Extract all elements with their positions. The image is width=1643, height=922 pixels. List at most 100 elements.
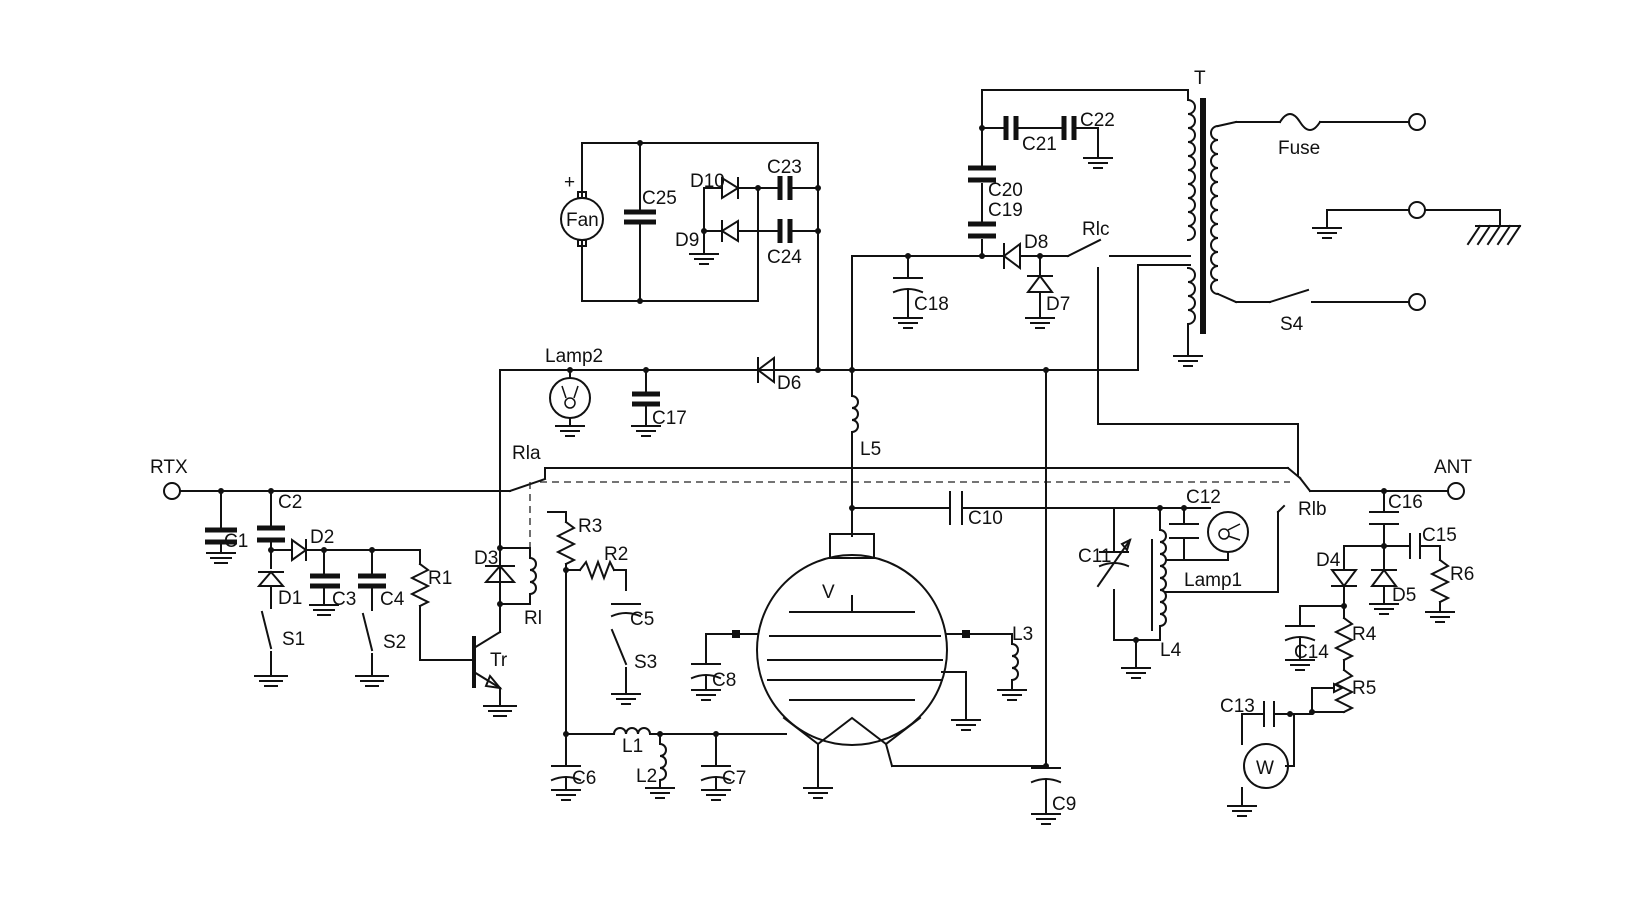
label-fan-plus: +	[564, 172, 575, 193]
label-s3: S3	[634, 652, 657, 673]
label-c10: C10	[968, 508, 1003, 529]
label-c12: C12	[1186, 487, 1221, 508]
fuse	[1278, 113, 1426, 131]
label-c20: C20	[988, 180, 1023, 201]
capacitor-c10	[851, 491, 1115, 525]
label-r5: R5	[1352, 678, 1376, 699]
fan-circuit	[581, 140, 821, 371]
inductor-l5	[849, 394, 859, 537]
ground-terminal	[1312, 201, 1522, 246]
diode-d2	[268, 538, 421, 562]
inductor-l1	[563, 727, 787, 737]
label-d1: D1	[278, 588, 302, 609]
diode-d7	[1025, 255, 1055, 329]
label-r3: R3	[578, 516, 602, 537]
capacitor-c12	[1159, 505, 1199, 561]
label-fuse: Fuse	[1278, 138, 1320, 159]
label-c7: C7	[722, 768, 746, 789]
label-d9: D9	[675, 230, 699, 251]
hv-supply	[851, 89, 1189, 397]
relay-contact-rlb	[1276, 504, 1286, 593]
capacitor-c8	[690, 633, 722, 701]
capacitor-c5	[610, 603, 642, 618]
switch-s1	[254, 610, 288, 687]
resistor-r6	[1425, 558, 1455, 623]
rtx-terminal	[163, 477, 547, 500]
transformer-t	[1173, 89, 1281, 367]
label-d7: D7	[1046, 294, 1070, 315]
label-c22: C22	[1080, 110, 1115, 131]
capacitor-c22	[1061, 116, 1113, 169]
capacitor-c25	[624, 209, 656, 225]
inductor-l4	[1151, 528, 1279, 641]
resistor-r1	[409, 549, 475, 661]
diode-d4	[1330, 569, 1358, 609]
rf-line	[529, 466, 1465, 548]
lamp2	[549, 369, 591, 437]
diode-d5	[1369, 568, 1399, 615]
capacitor-c17	[631, 369, 661, 437]
label-c11: C11	[1078, 546, 1111, 567]
relay-coil-rl	[528, 547, 537, 605]
label-c23: C23	[767, 157, 802, 178]
label-ant: ANT	[1434, 457, 1472, 478]
switch-s4	[1268, 288, 1426, 311]
capacitor-c9	[1030, 369, 1062, 825]
inductor-l3	[997, 633, 1027, 701]
capacitor-c6	[550, 733, 582, 801]
capacitor-c23	[777, 176, 819, 200]
label-c17: C17	[652, 408, 687, 429]
label-d10: D10	[690, 171, 725, 192]
label-s2: S2	[383, 632, 406, 653]
label-rtx: RTX	[150, 457, 188, 478]
diode-d8	[1002, 242, 1069, 270]
output-tank	[1113, 505, 1163, 679]
label-rlb: Rlb	[1298, 499, 1327, 520]
capacitor-c21	[1003, 116, 1063, 140]
capacitor-c2	[257, 488, 285, 569]
tube-v	[705, 533, 1047, 799]
label-v: V	[822, 582, 835, 603]
label-rlc: Rlc	[1082, 219, 1109, 240]
label-l1: L1	[622, 736, 643, 757]
capacitor-c20	[968, 165, 996, 183]
capacitor-c18	[892, 255, 924, 329]
diode-d6	[756, 356, 775, 384]
capacitor-c7	[700, 733, 732, 801]
label-l2: L2	[636, 766, 657, 787]
resistor-r3	[547, 511, 577, 735]
label-d4: D4	[1316, 550, 1341, 571]
label-l4: L4	[1160, 640, 1182, 661]
capacitor-c19	[968, 221, 996, 239]
label-d5: D5	[1392, 585, 1416, 606]
diode-d3	[483, 369, 531, 607]
label-c1: C1	[224, 531, 248, 552]
label-t: T	[1194, 68, 1206, 89]
diode-d1	[256, 570, 286, 609]
resistor-r4	[1333, 605, 1355, 671]
capacitor-c15	[1409, 533, 1441, 561]
label-c3: C3	[332, 589, 356, 610]
label-c13: C13	[1220, 696, 1255, 717]
label-c8: C8	[712, 670, 736, 691]
label-c9: C9	[1052, 794, 1076, 815]
diode-d10	[703, 176, 779, 253]
diode-d9	[689, 219, 779, 265]
label-l5: L5	[860, 439, 881, 460]
label-c2: C2	[278, 492, 302, 513]
switch-s3	[610, 628, 641, 705]
label-fan: Fan	[566, 210, 599, 231]
label-c18: C18	[914, 294, 949, 315]
label-d3: D3	[474, 548, 498, 569]
capacitor-c1	[205, 488, 237, 564]
label-c5: C5	[630, 609, 654, 630]
label-s1: S1	[282, 629, 305, 650]
label-l3: L3	[1012, 624, 1033, 645]
capacitor-c14	[1284, 605, 1345, 671]
label-s4: S4	[1280, 314, 1304, 335]
potentiometer-r5	[1309, 668, 1355, 715]
label-w: W	[1256, 758, 1274, 779]
switch-s2	[355, 612, 389, 687]
hv-line	[499, 264, 1191, 373]
